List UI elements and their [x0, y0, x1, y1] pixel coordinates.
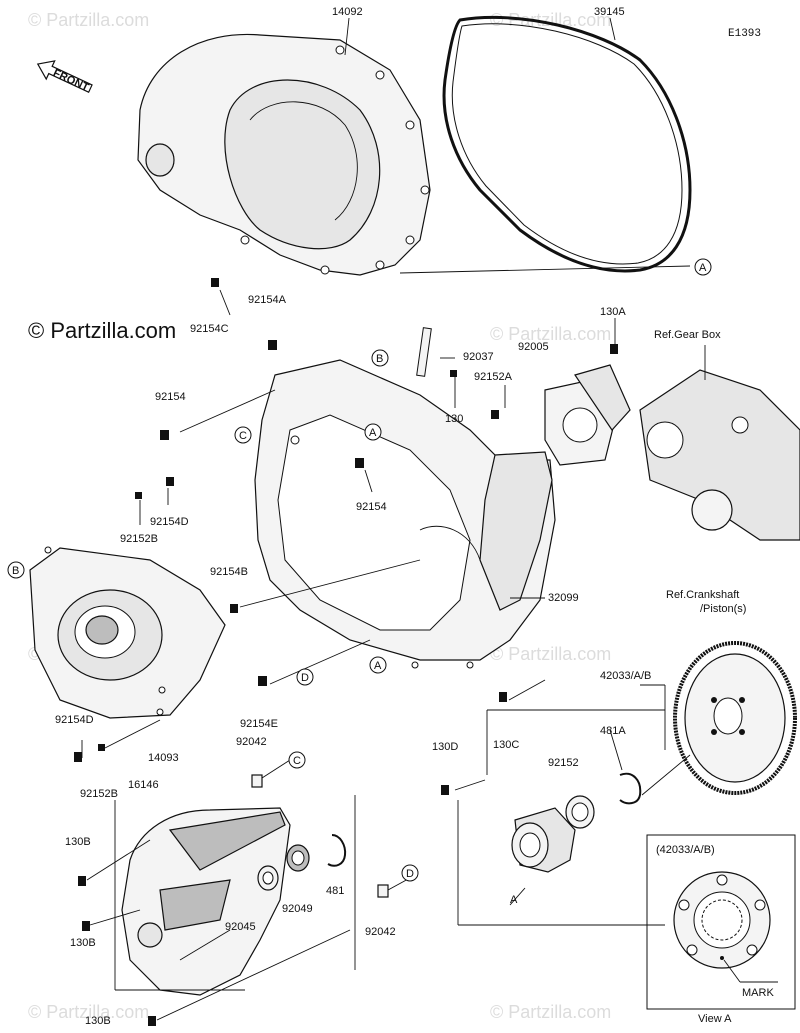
watermark: © Partzilla.com: [28, 1002, 149, 1022]
ref-gear-box: Ref.Gear Box: [654, 329, 721, 341]
callout-letter: D: [406, 868, 414, 880]
part-label: 16146: [128, 779, 159, 791]
watermark: © Partzilla.com: [28, 10, 149, 30]
watermark: © Partzilla.com: [490, 1002, 611, 1022]
part-label: 130C: [493, 739, 519, 751]
bolt-92154C: [211, 278, 219, 287]
ref-crankshaft: Ref.Crankshaft: [666, 589, 739, 601]
inset-title: (42033/A/B): [656, 844, 715, 856]
part-label: 92037: [463, 351, 494, 363]
part-label: 92152: [548, 757, 579, 769]
part-label: 39145: [594, 6, 625, 18]
part-label: 92152A: [474, 371, 513, 383]
leader-lines: [81, 17, 706, 1021]
bolt-92154E: [258, 676, 267, 686]
callout-letter: B: [376, 353, 383, 365]
callout-letter: B: [12, 565, 19, 577]
gear-box-ref: [639, 369, 800, 541]
washer-92152B: [135, 492, 142, 499]
part-labels: 14092 39145 92154C 92154A 92037 92005 13…: [55, 6, 746, 1027]
part-label: 92154C: [190, 323, 229, 335]
callout-letter: A: [369, 427, 377, 439]
callout-letter: C: [293, 755, 301, 767]
bolt-92154-b: [355, 458, 364, 468]
bolt-92154D: [166, 477, 174, 486]
part-label: 92154D: [150, 516, 189, 528]
part-label: 481: [326, 885, 344, 897]
bolt-130B-b: [82, 921, 90, 931]
front-label: FRONT: [51, 67, 91, 94]
bolt-130D: [441, 785, 449, 795]
part-label: 14092: [332, 6, 363, 18]
part-label: 92152B: [80, 788, 118, 800]
callouts: A B B C C D D A A: [7, 258, 712, 882]
bolt-92154B: [230, 604, 238, 613]
part-label: 130B: [65, 836, 91, 848]
copyright-text: © Partzilla.com: [28, 318, 177, 343]
bolt-130: [450, 370, 457, 377]
part-label: 130B: [85, 1015, 111, 1027]
watermark: © Partzilla.com: [490, 324, 611, 344]
watermark-layer: © Partzilla.com © Partzilla.com © Partzi…: [28, 10, 611, 1022]
part-label: 92154E: [240, 718, 278, 730]
bolt-92154D-b: [74, 752, 82, 762]
part-label: 130D: [432, 741, 458, 753]
callout-letter: A: [374, 660, 382, 672]
cover-16146: [121, 807, 291, 996]
clutch-cover-14092: [137, 33, 431, 276]
part-label: 92152B: [120, 533, 158, 545]
bolt-92154: [160, 430, 169, 440]
seal-92045: [257, 865, 279, 891]
part-label: A: [510, 894, 518, 906]
front-arrow-icon: FRONT: [36, 60, 93, 94]
part-label: 92154D: [55, 714, 94, 726]
part-label: 92049: [282, 903, 313, 915]
part-label: 42033/A/B: [600, 670, 651, 682]
inset-view-a: (42033/A/B) MARK View A: [646, 834, 796, 1025]
part-label: 92042: [236, 736, 267, 748]
washer-92152B-b: [98, 744, 105, 751]
part-label: 130A: [600, 306, 626, 318]
flywheel-ref: [673, 641, 797, 795]
seal-92049: [286, 844, 310, 872]
ref-piston: /Piston(s): [700, 603, 746, 615]
part-label: 92042: [365, 926, 396, 938]
bolt-130C: [499, 692, 507, 702]
part-label: 130B: [70, 937, 96, 949]
cover-14093: [29, 546, 226, 719]
circlip-481: [327, 834, 347, 867]
bolts: [74, 278, 618, 1026]
part-label: 32099: [548, 592, 579, 604]
part-label: 92005: [518, 341, 549, 353]
inset-mark: MARK: [742, 987, 774, 999]
watermark: © Partzilla.com: [490, 644, 611, 664]
hub-42033: [511, 772, 642, 873]
bolt-92154A: [268, 340, 277, 350]
callout-letter: C: [239, 430, 247, 442]
bolt-130A: [610, 344, 618, 354]
callout-letter: A: [699, 262, 707, 274]
part-label: 130: [445, 413, 463, 425]
part-label: 92154A: [248, 294, 287, 306]
part-label: 92154: [356, 501, 387, 513]
gasket-39145: [442, 15, 692, 273]
diagram-id: E1393: [728, 28, 761, 40]
flange-92005: [544, 364, 631, 466]
part-label: 14093: [148, 752, 179, 764]
part-label: 92154B: [210, 566, 248, 578]
part-label: 92154: [155, 391, 186, 403]
part-label: 481A: [600, 725, 626, 737]
bolt-130B: [78, 876, 86, 886]
part-label: 92045: [225, 921, 256, 933]
inset-caption: View A: [698, 1013, 732, 1025]
case-frame-32099: [254, 359, 556, 669]
pin-92037: [416, 327, 432, 377]
callout-letter: D: [301, 672, 309, 684]
dowel-92042: [251, 774, 389, 898]
bolt-130B-c: [148, 1016, 156, 1026]
washer-92152A: [491, 410, 499, 419]
